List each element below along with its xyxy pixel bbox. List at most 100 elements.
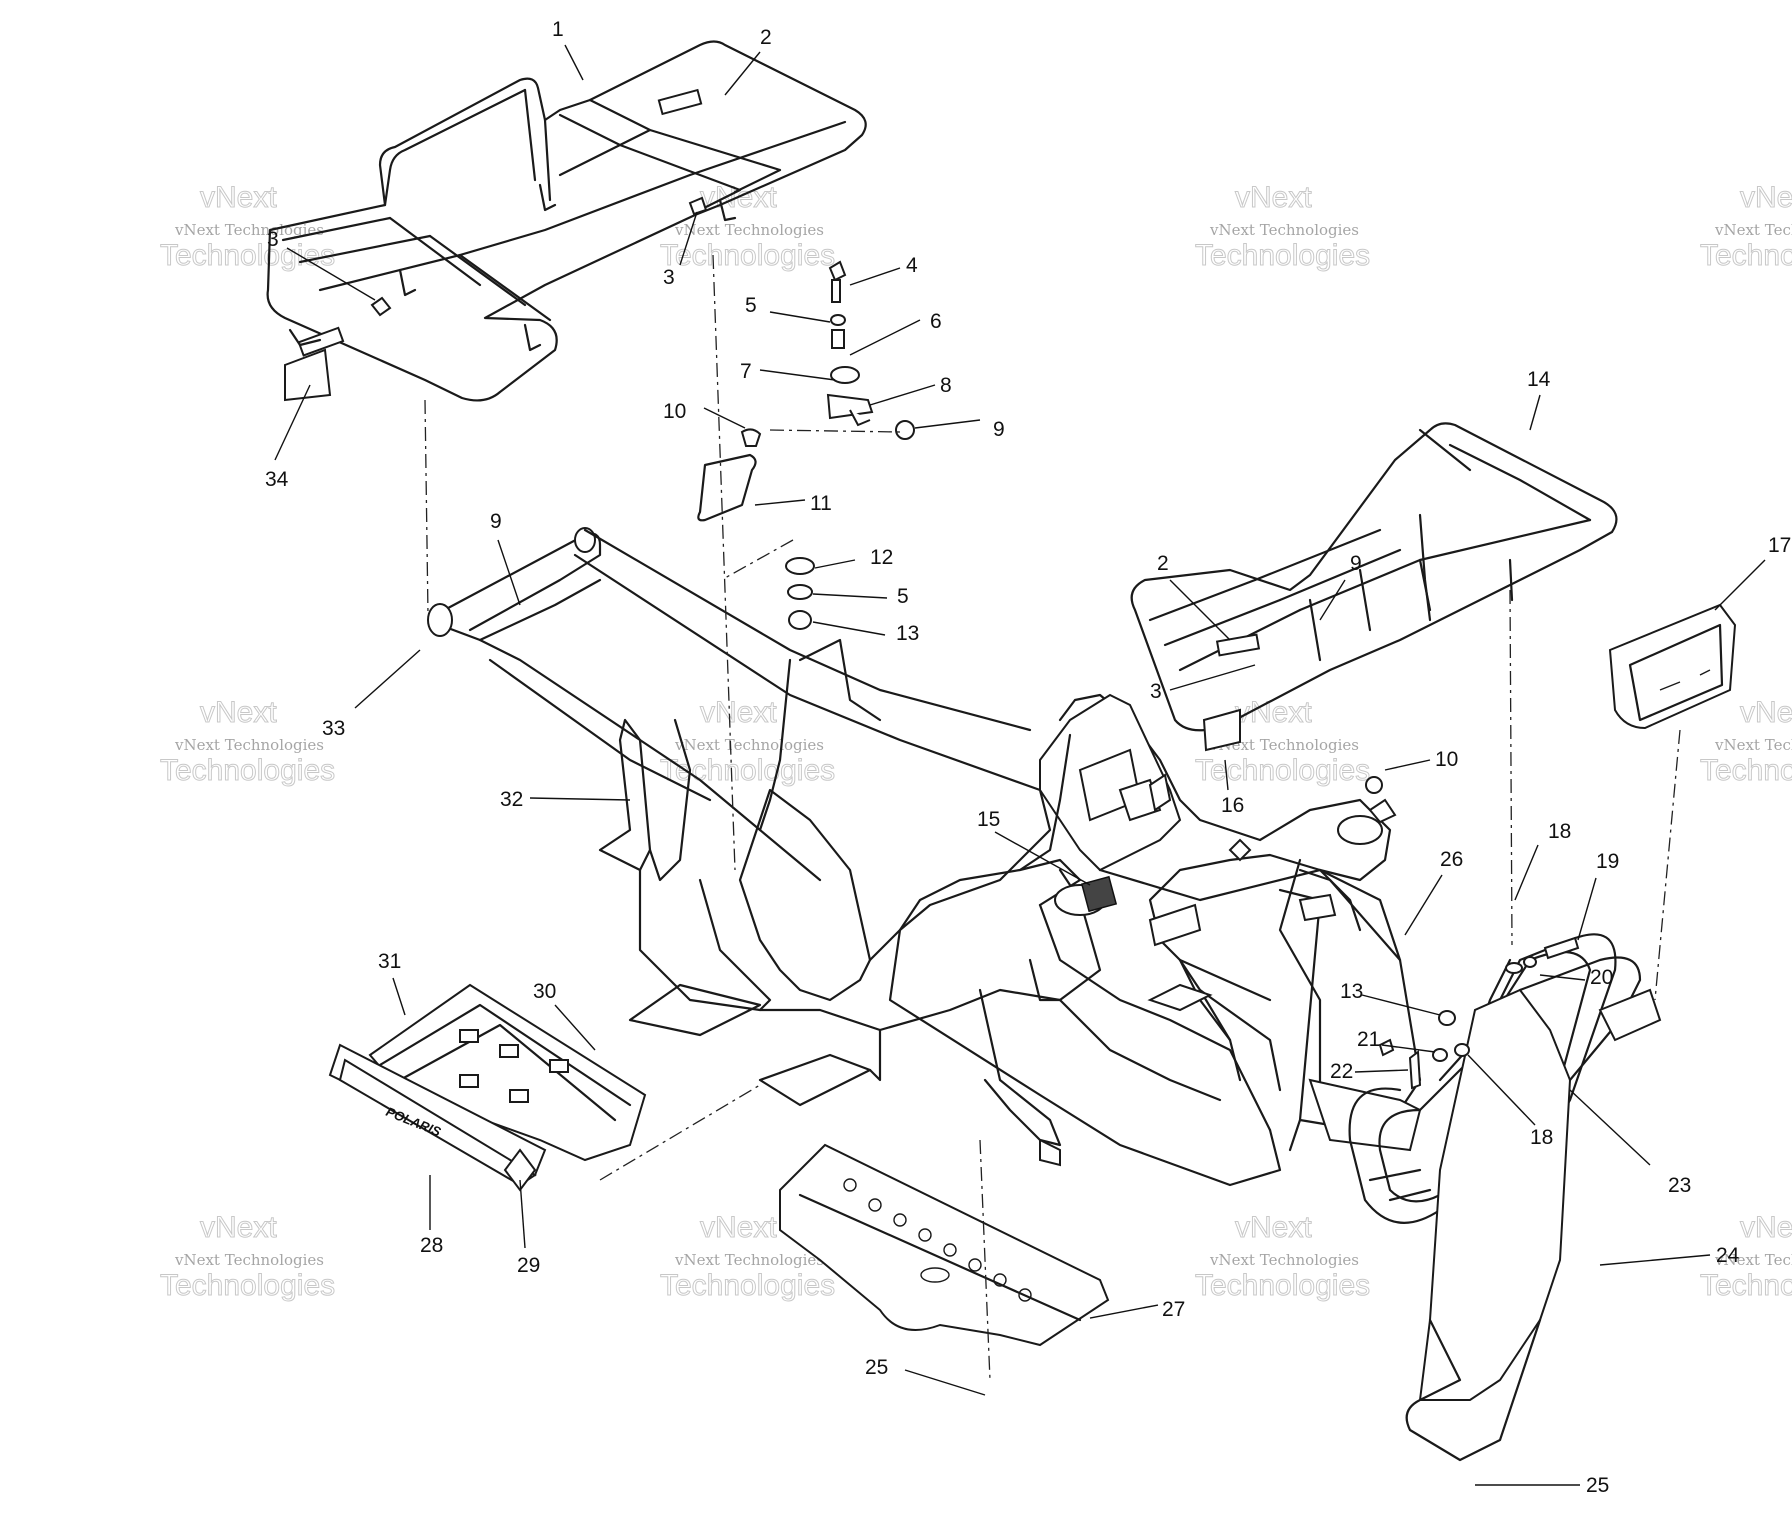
callout-number: 23 [1668,1174,1691,1197]
callout-leader-line [724,51,761,96]
right-hardware [1365,776,1580,1090]
callout-leader-line [849,319,921,356]
callout-24: 24 [1599,1244,1740,1267]
watermark-line-3: Technologies [160,239,335,272]
callout-28: 28 [420,1175,443,1257]
callout-18: 18 [1514,820,1571,901]
mount-hardware [370,196,915,630]
watermark-line-3: Technologies [1700,239,1792,272]
callout-number: 34 [265,468,289,491]
watermark-line-1: vNext [1740,181,1792,214]
watermark-line-2: vNext Technologies [174,736,324,754]
callout-9: 9 [490,510,521,606]
watermark-line-2: vNext Technologies [1209,1251,1359,1269]
callout-number: 13 [896,622,919,645]
watermark-line-1: vNext [200,696,277,729]
callout-20: 20 [1539,966,1613,989]
callout-17: 17 [1714,534,1791,611]
callout-number: 9 [1350,552,1362,575]
watermark-line-1: vNext [700,696,777,729]
callout-leader-line [564,44,584,81]
front-rack [1130,422,1618,752]
callout-25: 25 [865,1356,986,1396]
callout-16: 16 [1221,759,1244,817]
callout-5: 5 [812,585,909,608]
callout-number: 18 [1530,1126,1553,1149]
callout-1: 1 [552,18,584,81]
callout-leader-line [703,407,746,429]
callout-number: 12 [870,546,893,569]
callout-number: 22 [1330,1060,1353,1083]
callout-3: 3 [267,228,376,301]
callout-19: 19 [1577,850,1619,941]
watermark-line-2: vNext Technologies [1209,221,1359,239]
callout-number: 14 [1527,368,1551,391]
callout-leader-line [1089,1304,1159,1319]
callout-leader-line [1599,1254,1711,1266]
callout-10: 10 [1384,748,1458,771]
callout-13: 13 [812,621,919,645]
skid-plate [779,1143,1110,1347]
callout-2: 2 [724,26,772,96]
callout-leader-line [286,247,376,301]
callout-leader-line [904,1369,986,1396]
callout-number: 8 [940,374,952,397]
callout-leader-line [1361,994,1441,1016]
watermark-line-2: vNext Technologies [1714,1251,1792,1269]
callout-leader-line [1714,559,1766,611]
assembly-center-lines [424,254,1681,1381]
callout-number: 10 [1435,748,1458,771]
callout-2: 2 [1157,552,1231,641]
callout-number: 24 [1716,1244,1740,1267]
callout-number: 2 [1157,552,1169,575]
callout-number: 16 [1221,794,1244,817]
callout-18: 18 [1467,1054,1553,1149]
callout-leader-line [392,977,406,1016]
callout-leader-line [1354,1069,1409,1073]
callout-number: 18 [1548,820,1571,843]
callout-leader-line [354,649,421,709]
watermark-line-2: vNext Technologies [674,221,824,239]
callout-30: 30 [533,980,596,1051]
callout-leader-line [529,797,631,801]
tail-light [1608,603,1737,730]
callout-21: 21 [1357,1028,1436,1053]
callout-number: 5 [897,585,909,608]
watermark-line-3: Technologies [160,1269,335,1302]
callout-number: 20 [1590,966,1613,989]
watermark-line-3: Technologies [1195,754,1370,787]
callout-number: 9 [490,510,502,533]
callout-number: 10 [663,400,686,423]
callout-34: 34 [265,384,311,491]
callout-number: 28 [420,1234,443,1257]
callout-leader-line [1577,877,1597,941]
callout-11: 11 [754,492,832,515]
callout-number: 21 [1357,1028,1380,1051]
main-frame [427,527,1422,1187]
callout-leader-line [1319,579,1346,621]
callout-leader-line [1514,844,1539,901]
callout-15: 15 [977,808,1091,886]
callout-leader-line [497,539,521,606]
callout-leader-line [1569,1089,1651,1166]
watermark-line-3: Technologies [1195,1269,1370,1302]
watermark-line-2: vNext Technologies [174,1251,324,1269]
callout-number: 13 [1340,980,1363,1003]
watermark-line-1: vNext [1740,1211,1792,1244]
callout-3: 3 [663,211,698,289]
callout-3: 3 [1150,664,1256,703]
callout-leader-line [519,1179,526,1249]
callout-9: 9 [1319,552,1362,621]
callout-leader-line [812,621,886,636]
callout-leader-line [1224,759,1229,791]
